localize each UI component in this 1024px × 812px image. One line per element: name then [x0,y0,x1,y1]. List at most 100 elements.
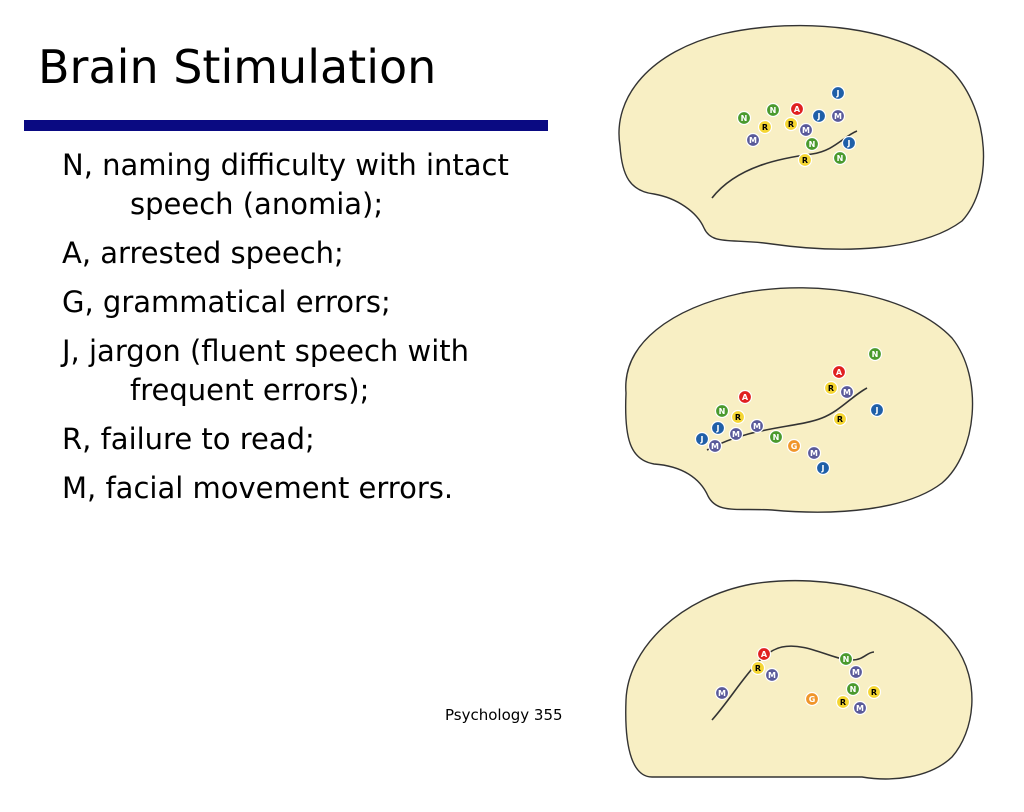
marker-r: R [835,694,851,710]
marker-j: J [811,108,827,124]
brain-outline-3 [625,579,973,780]
marker-m: M [798,122,814,138]
marker-n: N [838,651,854,667]
svg-text:M: M [852,668,860,677]
marker-j: J [694,431,710,447]
legend-item-g: G, grammatical errors; [62,285,391,319]
marker-m: M [830,108,846,124]
marker-m: M [806,445,822,461]
legend-list: N, naming difficulty with intact speech … [62,146,562,518]
marker-j: J [830,85,846,101]
svg-text:N: N [850,685,857,694]
marker-a: A [831,364,847,380]
sylvian-fissure-3 [711,645,875,721]
marker-m: M [714,685,730,701]
svg-text:M: M [810,449,818,458]
svg-text:R: R [828,384,834,393]
svg-text:R: R [788,120,794,129]
marker-a: A [789,101,805,117]
title-rule [24,120,548,131]
legend-item-m: M, facial movement errors. [62,471,454,505]
marker-g: G [804,691,820,707]
svg-text:J: J [817,112,821,121]
marker-j: J [869,402,885,418]
marker-a: A [756,646,772,662]
legend-item-j: J, jargon (fluent speech with frequent e… [62,334,470,407]
svg-text:N: N [741,114,748,123]
marker-m: M [707,438,723,454]
svg-text:R: R [762,123,768,132]
marker-m: M [839,384,855,400]
marker-j: J [841,135,857,151]
marker-m: M [852,700,868,716]
svg-text:A: A [836,368,843,377]
marker-j: J [815,460,831,476]
svg-text:R: R [840,698,846,707]
marker-r: R [757,119,773,135]
svg-text:A: A [742,393,749,402]
svg-text:N: N [843,655,850,664]
svg-text:J: J [716,424,720,433]
svg-text:R: R [802,156,808,165]
brain-outline-2 [624,287,974,513]
marker-r: R [730,409,746,425]
svg-text:M: M [753,422,761,431]
marker-n: N [845,681,861,697]
marker-n: N [867,346,883,362]
marker-n: N [768,429,784,445]
marker-g: G [786,438,802,454]
svg-text:J: J [847,139,851,148]
marker-m: M [745,132,761,148]
svg-text:J: J [836,89,840,98]
svg-text:A: A [761,650,768,659]
svg-text:M: M [834,112,842,121]
svg-text:N: N [872,350,879,359]
svg-text:N: N [770,106,777,115]
svg-text:G: G [809,695,816,704]
svg-text:R: R [837,415,843,424]
svg-text:G: G [791,442,798,451]
svg-text:N: N [809,140,816,149]
svg-text:M: M [749,136,757,145]
slide-title: Brain Stimulation [38,40,437,94]
marker-a: A [737,389,753,405]
marker-n: N [832,150,848,166]
legend-item-n: N, naming difficulty with intact speech … [62,148,509,221]
marker-m: M [728,426,744,442]
marker-r: R [866,684,882,700]
footer-course-label: Psychology 355 [445,706,563,724]
svg-text:J: J [875,406,879,415]
brain-outline-1 [618,24,985,250]
svg-text:A: A [794,105,801,114]
svg-text:M: M [856,704,864,713]
marker-n: N [714,403,730,419]
svg-text:M: M [768,671,776,680]
marker-n: N [736,110,752,126]
svg-text:N: N [719,407,726,416]
legend-item-a: A, arrested speech; [62,236,344,270]
marker-m: M [764,667,780,683]
svg-text:N: N [773,433,780,442]
svg-text:N: N [837,154,844,163]
marker-r: R [797,152,813,168]
svg-text:R: R [735,413,741,422]
marker-n: N [765,102,781,118]
marker-r: R [823,380,839,396]
svg-text:R: R [755,664,761,673]
svg-text:M: M [718,689,726,698]
marker-r: R [783,116,799,132]
svg-text:J: J [821,464,825,473]
marker-r: R [750,660,766,676]
svg-text:M: M [711,442,719,451]
marker-m: M [749,418,765,434]
legend-item-r: R, failure to read; [62,422,315,456]
marker-r: R [832,411,848,427]
svg-text:M: M [843,388,851,397]
marker-m: M [848,664,864,680]
